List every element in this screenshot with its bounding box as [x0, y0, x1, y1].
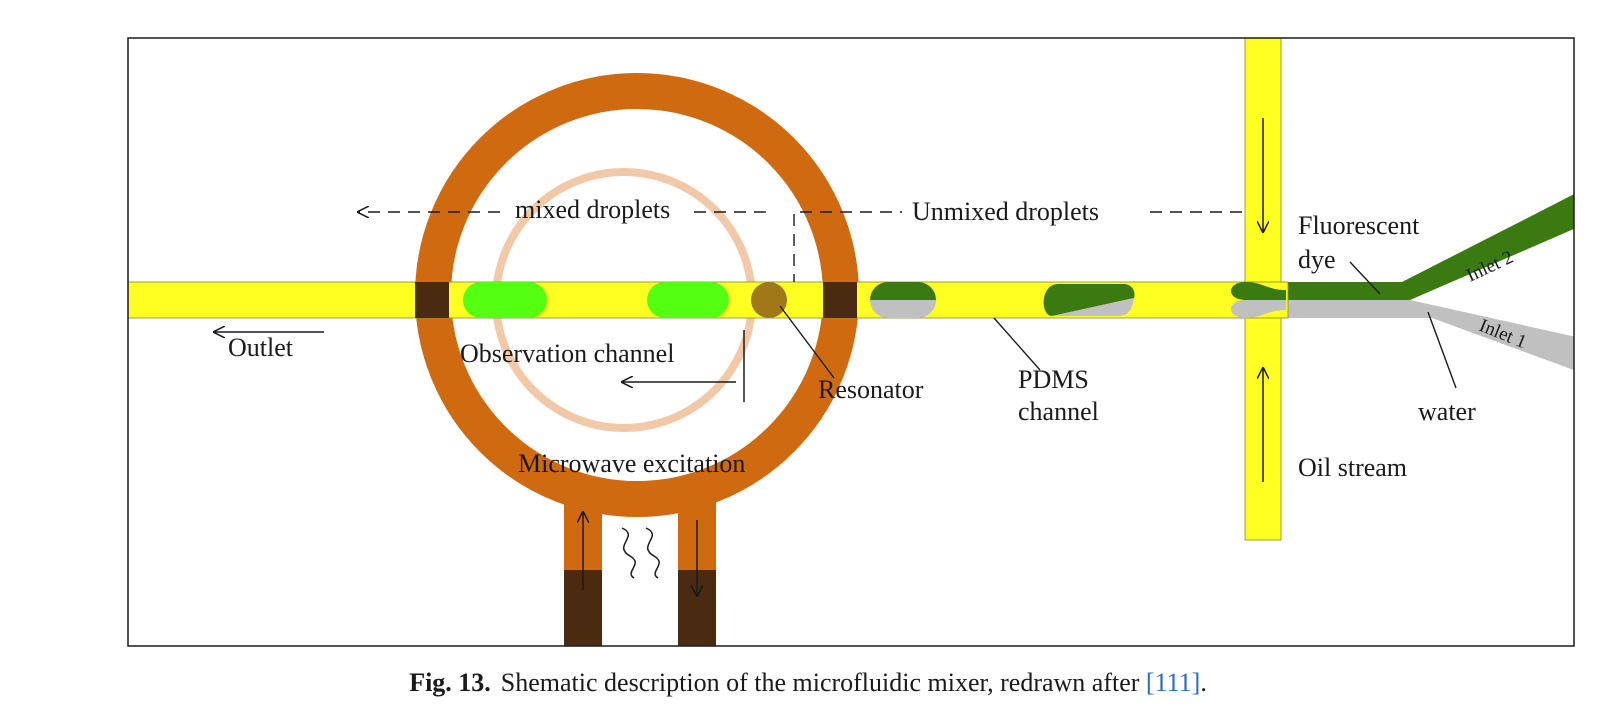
droplet-junction [1231, 282, 1286, 318]
caption-text: Shematic description of the microfluidic… [500, 668, 1146, 697]
label-pdms: PDMS [1018, 365, 1089, 394]
inlet-2-channel [1272, 194, 1574, 300]
microwave-wave [621, 527, 636, 579]
caption-reference-link[interactable]: [111] [1145, 668, 1201, 697]
resonator-leader [779, 305, 835, 379]
leader-lines [779, 261, 1457, 389]
label-resonator: Resonator [818, 375, 924, 404]
label-microwave-excitation: Microwave excitation [518, 449, 745, 478]
label-water: water [1418, 397, 1476, 426]
unmixed-droplet [870, 282, 936, 318]
microwave-wave [645, 527, 660, 579]
pdms-leader [993, 317, 1041, 371]
unmixed-droplet [1043, 284, 1135, 316]
caption-end: . [1200, 668, 1207, 697]
dye-leader [1349, 261, 1381, 295]
annotation-dashes [358, 212, 1244, 282]
label-fluorescent: Fluorescent [1298, 211, 1420, 240]
resonator-dot [751, 282, 787, 318]
mixed-droplet [463, 282, 547, 318]
water-leader [1427, 311, 1457, 389]
caption-figure-number: Fig. 13. [409, 668, 491, 697]
label-outlet: Outlet [228, 333, 294, 362]
ring-overlap-right [823, 282, 857, 318]
flow-arrows [214, 118, 1263, 596]
label-dye: dye [1298, 245, 1336, 274]
label-oil-stream: Oil stream [1298, 453, 1407, 482]
panel-frame [127, 37, 1575, 647]
label-observation-channel: Observation channel [460, 339, 674, 368]
mixed-droplet [647, 282, 729, 318]
label-channel: channel [1018, 397, 1099, 426]
label-mixed-droplets: mixed droplets [515, 195, 670, 224]
label-unmixed-droplets: Unmixed droplets [912, 197, 1099, 226]
inlet-1-channel [1272, 300, 1574, 371]
forming-droplet-water [1231, 300, 1286, 318]
forming-droplet-dye [1231, 282, 1286, 300]
ring-overlap-left [415, 282, 449, 318]
figure-caption: Fig. 13. Shematic description of the micr… [0, 668, 1616, 698]
